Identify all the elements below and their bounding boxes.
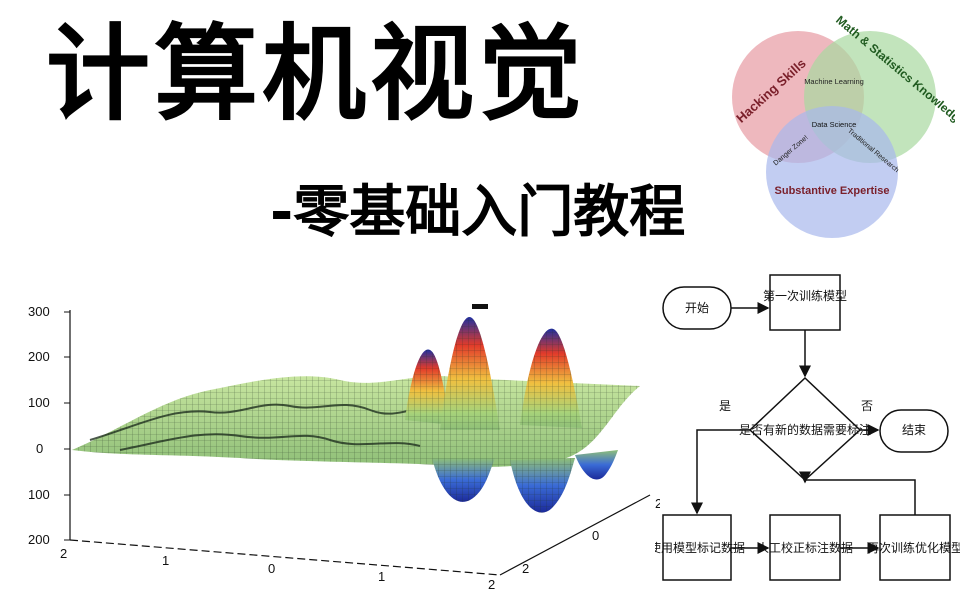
- flow-train-label: 第一次训练模型: [763, 288, 847, 303]
- x-tick-label: 0: [268, 561, 275, 576]
- flow-decision-label: 是否有新的数据需要标注: [739, 422, 871, 437]
- flow-retrain-node: [879, 514, 951, 581]
- z-tick-label: 100: [28, 487, 50, 502]
- x-tick-label: 2: [488, 577, 495, 592]
- data-science-venn-diagram: Hacking Skills Math & Statistics Knowled…: [732, 13, 955, 238]
- surface-trough: [575, 450, 618, 480]
- flow-train-node: [769, 274, 841, 331]
- flow-retrain-label: 再次训练优化模型: [867, 540, 960, 555]
- x-axis-line: [69, 539, 501, 576]
- flow-end-node: [879, 409, 949, 453]
- venn-label-substantive: Substantive Expertise: [775, 185, 890, 197]
- flow-yes-label: 是: [719, 399, 731, 413]
- x-tick-label: 1: [378, 569, 385, 584]
- z-tick-labels: 300 200 100 0 100 200: [28, 304, 50, 547]
- flow-manual-fix-node: [769, 514, 841, 581]
- y-tick-label: 2: [522, 561, 529, 576]
- flow-no-label: 否: [861, 399, 873, 413]
- x-tick-label: 1: [162, 553, 169, 568]
- flow-manual-fix-label: 人工校正标注数据: [757, 540, 853, 555]
- venn-label-machine-learning: Machine Learning: [804, 77, 864, 86]
- surface-plot: 300 200 100 0 100 200 2 1 0 1 2 2 0 2: [28, 304, 660, 592]
- flow-end-label: 结束: [902, 423, 926, 437]
- z-tick-label: 200: [28, 532, 50, 547]
- x-tick-labels: 2 1 0 1 2: [60, 546, 495, 592]
- flow-use-model-label: 使用模型标记数据: [655, 540, 745, 555]
- z-tick-label: 200: [28, 349, 50, 364]
- page-title: 计算机视觉: [46, 13, 587, 135]
- y-tick-label: 0: [592, 528, 599, 543]
- peak-marker: [472, 304, 488, 309]
- z-tick-label: 0: [36, 441, 43, 456]
- z-tick-label: 300: [28, 304, 50, 319]
- flow-start-label: 开始: [685, 301, 709, 315]
- y-tick-label: 2: [655, 496, 660, 511]
- flow-use-model-node: [662, 514, 732, 581]
- page-subtitle: -零基础入门教程: [270, 180, 686, 245]
- z-tick-label: 100: [28, 395, 50, 410]
- y-tick-labels: 2 0 2: [522, 496, 660, 576]
- annotation-flowchart: 开始 第一次训练模型 是否有新的数据需要标注 是 否 结束 使用模型标记数据 人…: [655, 274, 960, 581]
- y-axis-line: [499, 494, 651, 576]
- venn-circle-substantive: [766, 106, 898, 238]
- x-tick-label: 2: [60, 546, 67, 561]
- venn-label-data-science: Data Science: [812, 120, 857, 129]
